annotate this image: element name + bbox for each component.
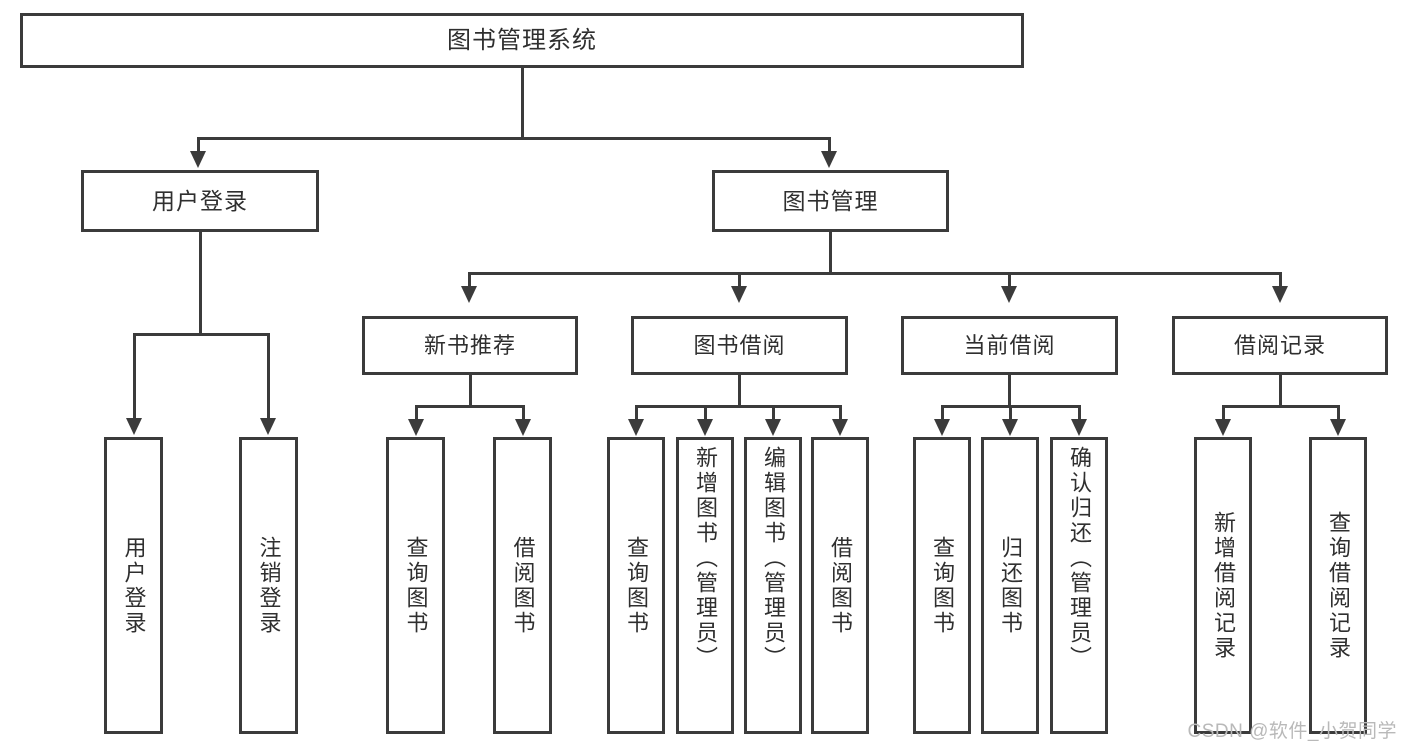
connector-root-stem xyxy=(521,68,524,139)
connector-current-borrow-stem xyxy=(1008,375,1011,407)
node-label: 归还图书 xyxy=(997,535,1023,636)
arrowhead-user-login xyxy=(190,151,206,168)
connector-borrow-record-stem xyxy=(1279,375,1282,407)
arrowhead-leaf-current-borrow-3 xyxy=(1071,419,1087,436)
arrowhead-leaf-user-login-2 xyxy=(260,418,276,435)
connector-current-borrow-drop-1 xyxy=(941,405,944,420)
connector-new-book-stem xyxy=(469,375,472,407)
arrowhead-current-borrow xyxy=(1001,286,1017,303)
node-label: 当前借阅 xyxy=(963,332,1056,358)
arrowhead-leaf-book-borrow-4 xyxy=(832,419,848,436)
connector-user-login-stem xyxy=(199,232,202,335)
node-label: 新增图书（管理员） xyxy=(692,446,718,671)
node-label: 查询图书 xyxy=(929,535,955,636)
node-label: 编辑图书（管理员） xyxy=(760,446,786,671)
leaf-book-borrow-edit-book[interactable]: 编辑图书（管理员） xyxy=(744,437,802,734)
arrowhead-leaf-new-book-2 xyxy=(515,419,531,436)
connector-user-login-bus xyxy=(133,333,270,336)
connector-borrow-record-drop-2 xyxy=(1337,405,1340,420)
node-label: 确认归还（管理员） xyxy=(1066,446,1092,671)
connector-new-book-drop-2 xyxy=(522,405,525,420)
node-label: 新书推荐 xyxy=(423,332,516,358)
node-label: 注销登录 xyxy=(256,535,282,636)
connector-borrow-record-bus xyxy=(1222,405,1340,408)
node-label: 借阅记录 xyxy=(1233,332,1326,358)
arrowhead-leaf-borrow-record-1 xyxy=(1215,419,1231,436)
node-current-borrow[interactable]: 当前借阅 xyxy=(901,316,1118,375)
arrowhead-book-borrow xyxy=(731,286,747,303)
connector-book-borrow-stem xyxy=(738,375,741,407)
node-label: 查询图书 xyxy=(403,535,429,636)
node-label: 图书管理系统 xyxy=(447,26,597,54)
connector-book-manage-drop-3 xyxy=(1008,272,1011,288)
arrowhead-leaf-borrow-record-2 xyxy=(1330,419,1346,436)
node-label: 用户登录 xyxy=(152,187,248,214)
connector-book-manage-stem xyxy=(829,232,832,274)
connector-root-bus xyxy=(197,137,831,140)
arrowhead-book-manage xyxy=(821,151,837,168)
arrowhead-leaf-book-borrow-3 xyxy=(765,419,781,436)
leaf-current-borrow-query-book[interactable]: 查询图书 xyxy=(913,437,971,734)
connector-book-manage-bus xyxy=(468,272,1282,275)
connector-book-borrow-drop-4 xyxy=(839,405,842,420)
csdn-watermark: CSDN @软件_小贺同学 xyxy=(1187,721,1397,742)
connector-current-borrow-drop-3 xyxy=(1078,405,1081,420)
leaf-book-borrow-add-book[interactable]: 新增图书（管理员） xyxy=(676,437,734,734)
leaf-user-login-login[interactable]: 用户登录 xyxy=(104,437,163,734)
connector-root-drop-right xyxy=(828,137,831,153)
leaf-borrow-record-query-record[interactable]: 查询借阅记录 xyxy=(1309,437,1367,734)
node-label: 图书管理 xyxy=(782,187,879,214)
connector-borrow-record-drop-1 xyxy=(1222,405,1225,420)
connector-book-borrow-drop-2 xyxy=(704,405,707,420)
node-book-management[interactable]: 图书管理 xyxy=(712,170,949,232)
node-label: 借阅图书 xyxy=(827,535,853,636)
connector-user-login-drop-2 xyxy=(267,333,270,420)
node-label: 借阅图书 xyxy=(510,535,536,636)
leaf-user-login-logout[interactable]: 注销登录 xyxy=(239,437,298,734)
leaf-new-book-borrow-book[interactable]: 借阅图书 xyxy=(493,437,552,734)
leaf-current-borrow-confirm-return[interactable]: 确认归还（管理员） xyxy=(1050,437,1108,734)
connector-book-borrow-drop-3 xyxy=(772,405,775,420)
node-label: 查询借阅记录 xyxy=(1325,510,1351,661)
arrowhead-leaf-new-book-1 xyxy=(408,419,424,436)
arrowhead-leaf-current-borrow-2 xyxy=(1002,419,1018,436)
leaf-book-borrow-borrow-book[interactable]: 借阅图书 xyxy=(811,437,869,734)
leaf-borrow-record-add-record[interactable]: 新增借阅记录 xyxy=(1194,437,1252,734)
connector-new-book-bus xyxy=(415,405,525,408)
node-label: 查询图书 xyxy=(623,535,649,636)
connector-book-manage-drop-1 xyxy=(468,272,471,288)
connector-new-book-drop-1 xyxy=(415,405,418,420)
leaf-book-borrow-query-book[interactable]: 查询图书 xyxy=(607,437,665,734)
arrowhead-new-book-recommend xyxy=(461,286,477,303)
connector-book-manage-drop-2 xyxy=(738,272,741,288)
node-book-borrow[interactable]: 图书借阅 xyxy=(631,316,848,375)
connector-current-borrow-drop-2 xyxy=(1009,405,1012,420)
connector-root-drop-left xyxy=(197,137,200,153)
node-root-system[interactable]: 图书管理系统 xyxy=(20,13,1024,68)
arrowhead-leaf-user-login-1 xyxy=(126,418,142,435)
arrowhead-leaf-book-borrow-1 xyxy=(628,419,644,436)
connector-book-manage-drop-4 xyxy=(1279,272,1282,288)
connector-book-borrow-drop-1 xyxy=(635,405,638,420)
arrowhead-leaf-current-borrow-1 xyxy=(934,419,950,436)
node-new-book-recommend[interactable]: 新书推荐 xyxy=(362,316,578,375)
arrowhead-borrow-record xyxy=(1272,286,1288,303)
node-label: 用户登录 xyxy=(121,535,147,636)
node-borrow-record[interactable]: 借阅记录 xyxy=(1172,316,1388,375)
connector-user-login-drop-1 xyxy=(133,333,136,420)
arrowhead-leaf-book-borrow-2 xyxy=(697,419,713,436)
leaf-new-book-query-book[interactable]: 查询图书 xyxy=(386,437,445,734)
leaf-current-borrow-return-book[interactable]: 归还图书 xyxy=(981,437,1039,734)
node-label: 图书借阅 xyxy=(693,332,786,358)
connector-book-borrow-bus xyxy=(635,405,842,408)
node-user-login[interactable]: 用户登录 xyxy=(81,170,319,232)
node-label: 新增借阅记录 xyxy=(1210,510,1236,661)
